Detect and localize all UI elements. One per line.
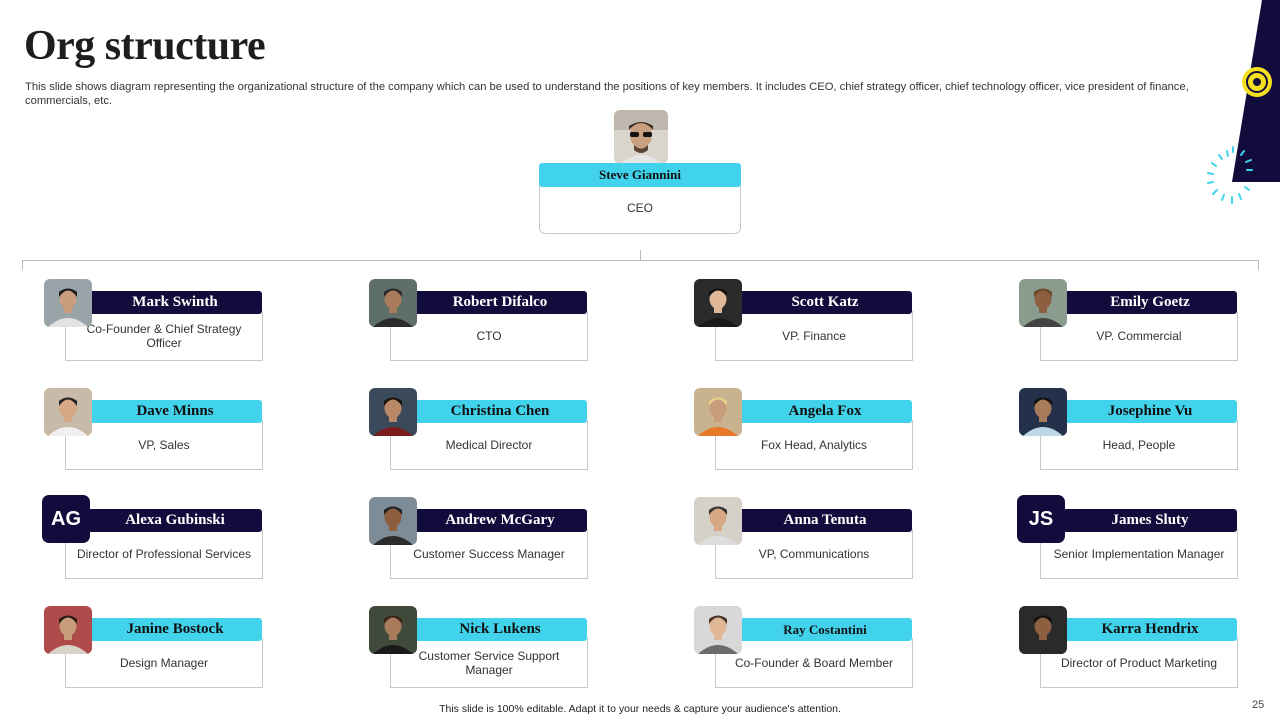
member-name: Nick Lukens	[413, 618, 587, 641]
member-avatar	[1019, 606, 1067, 654]
ceo-connector	[640, 250, 641, 260]
member-avatar	[44, 606, 92, 654]
member-role: CTO	[390, 311, 588, 361]
member-name: Anna Tenuta	[738, 509, 912, 532]
member-avatar	[369, 497, 417, 545]
member-role: Design Manager	[65, 638, 263, 688]
member-name: Janine Bostock	[88, 618, 262, 641]
member-name: Emily Goetz	[1063, 291, 1237, 314]
dotted-burst-icon	[1207, 146, 1253, 204]
member-name: Robert Difalco	[413, 291, 587, 314]
initials-avatar: AG	[42, 495, 90, 543]
member-role: Customer Success Manager	[390, 529, 588, 579]
member-avatar	[1019, 279, 1067, 327]
member-role: VP, Communications	[715, 529, 913, 579]
initials-avatar: JS	[1017, 495, 1065, 543]
right-connector	[1258, 260, 1259, 270]
member-name: Scott Katz	[738, 291, 912, 314]
member-role: VP. Finance	[715, 311, 913, 361]
member-name: Dave Minns	[88, 400, 262, 423]
member-name: Christina Chen	[413, 400, 587, 423]
member-avatar	[694, 279, 742, 327]
left-connector	[22, 260, 23, 270]
member-name: Mark Swinth	[88, 291, 262, 314]
member-avatar	[1019, 388, 1067, 436]
member-role: Director of Product Marketing	[1040, 638, 1238, 688]
member-name: James Sluty	[1063, 509, 1237, 532]
member-name: Ray Costantini	[738, 618, 912, 641]
member-role: Customer Service Support Manager	[390, 638, 588, 688]
member-avatar	[44, 388, 92, 436]
member-role: Senior Implementation Manager	[1040, 529, 1238, 579]
page-number: 25	[1252, 699, 1265, 711]
corner-decoration	[1207, 0, 1280, 204]
ceo-role: CEO	[539, 186, 741, 234]
ceo-name: Steve Giannini	[539, 163, 741, 187]
member-name: Karra Hendrix	[1063, 618, 1237, 641]
member-avatar	[369, 606, 417, 654]
member-role: Medical Director	[390, 420, 588, 470]
horizontal-connector	[22, 260, 1259, 261]
member-role: Head, People	[1040, 420, 1238, 470]
member-avatar	[369, 388, 417, 436]
member-avatar	[369, 279, 417, 327]
member-role: Co-Founder & Board Member	[715, 638, 913, 688]
member-name: Andrew McGary	[413, 509, 587, 532]
slide-title: Org structure	[24, 23, 266, 69]
member-role: VP. Commercial	[1040, 311, 1238, 361]
member-avatar	[694, 606, 742, 654]
member-role: Co-Founder & Chief Strategy Officer	[65, 311, 263, 361]
member-avatar	[694, 497, 742, 545]
member-role: VP, Sales	[65, 420, 263, 470]
member-role: Fox Head, Analytics	[715, 420, 913, 470]
member-name: Alexa Gubinski	[88, 509, 262, 532]
member-avatar	[694, 388, 742, 436]
member-role: Director of Professional Services	[65, 529, 263, 579]
slide-description: This slide shows diagram representing th…	[25, 81, 1189, 107]
member-avatar	[44, 279, 92, 327]
footer-note: This slide is 100% editable. Adapt it to…	[439, 703, 841, 715]
member-name: Angela Fox	[738, 400, 912, 423]
ceo-avatar	[614, 110, 668, 164]
member-name: Josephine Vu	[1063, 400, 1237, 423]
